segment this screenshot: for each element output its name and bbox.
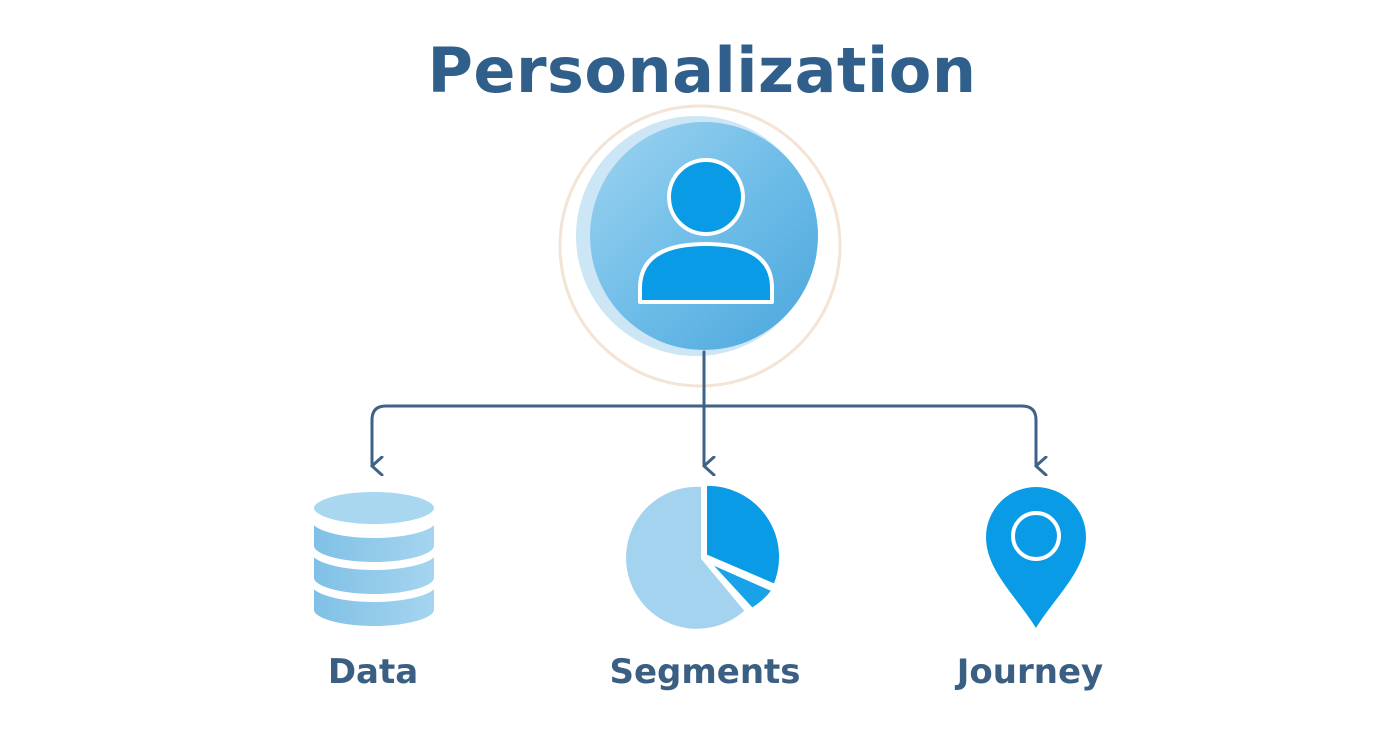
connector-to-data bbox=[370, 404, 706, 466]
root-node bbox=[558, 104, 842, 388]
connectors bbox=[370, 350, 1036, 466]
root-disc bbox=[590, 122, 818, 350]
connector-to-journey bbox=[702, 404, 1036, 466]
child-node-journey: Journey bbox=[955, 487, 1103, 692]
user-icon bbox=[638, 158, 774, 304]
child-label: Segments bbox=[609, 652, 800, 692]
child-label: Data bbox=[328, 652, 418, 692]
location-pin-icon bbox=[986, 487, 1086, 628]
root-halo bbox=[558, 104, 842, 388]
child-label: Journey bbox=[955, 652, 1103, 692]
database-icon bbox=[310, 488, 438, 630]
child-node-segments: Segments bbox=[609, 481, 801, 692]
pie-chart-icon bbox=[622, 481, 784, 633]
child-node-data: Data bbox=[310, 488, 438, 692]
diagram-title: Personalization bbox=[427, 34, 976, 107]
